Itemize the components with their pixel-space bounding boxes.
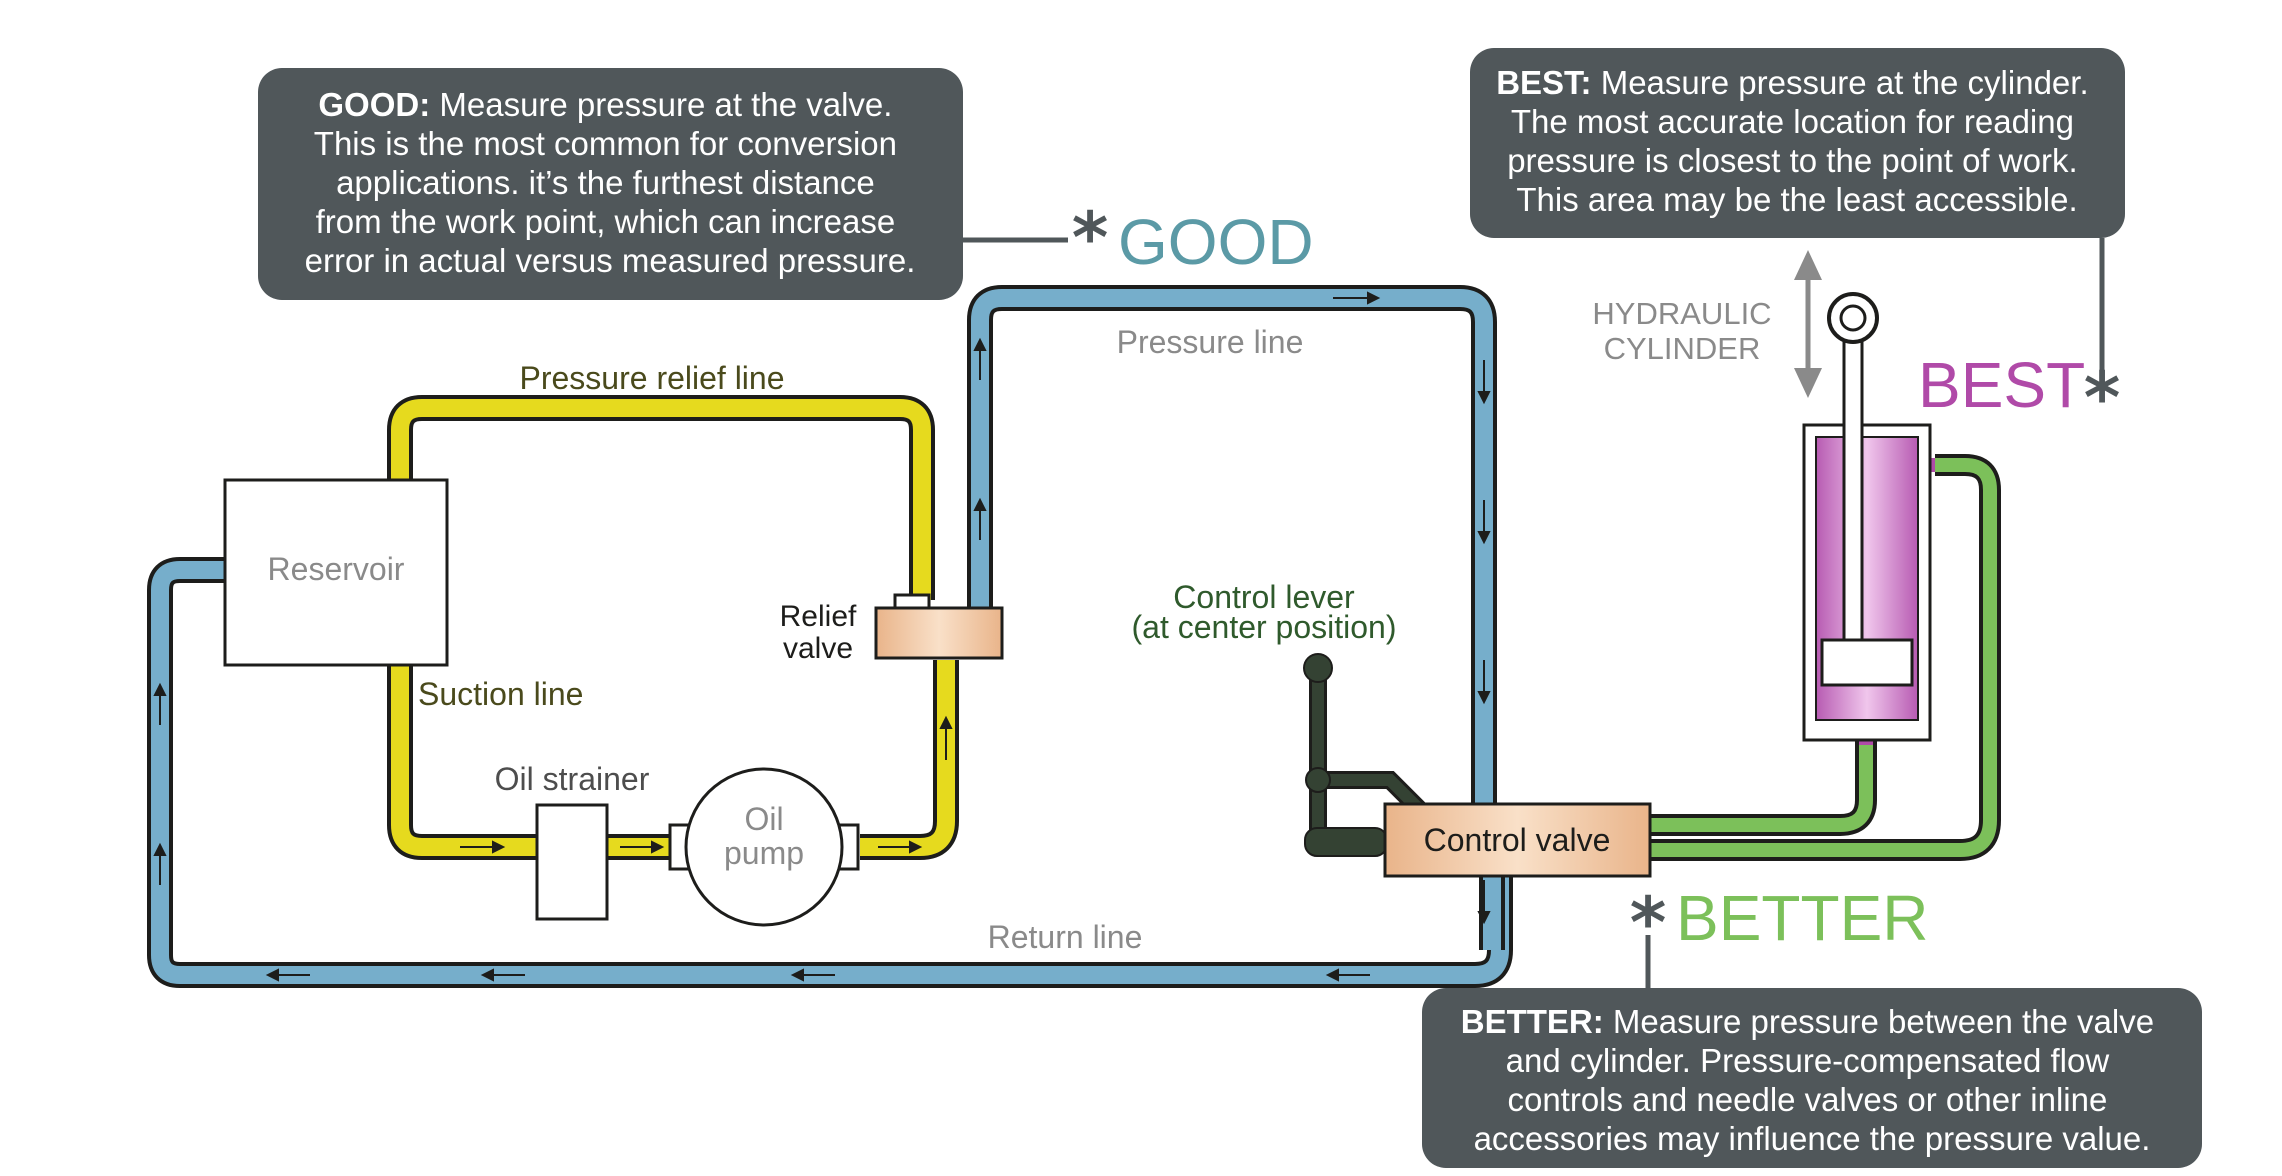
relief-valve-label-line1: Relief [780, 600, 857, 633]
reservoir: Reservoir [223, 478, 449, 667]
flow-arrows [153, 291, 1491, 982]
return-line-label: Return line [988, 919, 1143, 955]
oil-pump: Oil pump [668, 767, 860, 927]
pressure-line-label: Pressure line [1117, 324, 1304, 360]
good-callout-heading: GOOD: [318, 86, 430, 123]
svg-text:GOOD: Measure pressure at the: GOOD: Measure pressure at the valve. Thi… [305, 86, 916, 279]
better-callout-line: controls and needle valves or other inli… [1507, 1081, 2107, 1118]
good-callout-line: error in actual versus measured pressure… [305, 242, 916, 279]
arrow-icon [973, 337, 987, 380]
best-marker: BEST * [1918, 349, 2120, 439]
better-marker-label: BETTER [1676, 882, 1928, 954]
better-callout-heading: BETTER: [1461, 1003, 1604, 1040]
oil-pump-label-line2: pump [724, 835, 804, 871]
arrow-icon [1333, 291, 1381, 305]
arrow-icon [790, 968, 835, 982]
cylinder-line [1650, 454, 2001, 861]
good-callout-line: This is the most common for conversion [314, 125, 897, 162]
better-callout-line: and cylinder. Pressure-compensated flow [1506, 1042, 2110, 1079]
best-callout-line: The most accurate location for reading [1511, 103, 2074, 140]
control-lever-label-line2: (at center position) [1131, 609, 1396, 645]
arrow-icon [620, 840, 665, 854]
better-callout-line: Measure pressure between the valve [1613, 1003, 2154, 1040]
svg-text:BETTER: Measure pressure betwe: BETTER: Measure pressure between the val… [1461, 1003, 2163, 1157]
best-callout-line: Measure pressure at the cylinder. [1601, 64, 2089, 101]
pressure-relief-line [387, 395, 935, 600]
reservoir-label: Reservoir [268, 551, 405, 587]
better-callout-line: accessories may influence the pressure v… [1474, 1120, 2151, 1157]
arrow-icon [973, 497, 987, 540]
relief-valve-label-line2: valve [783, 632, 853, 665]
arrow-icon [153, 842, 167, 885]
arrow-icon [939, 715, 953, 760]
best-callout-heading: BEST: [1496, 64, 1591, 101]
good-callout-line: Measure pressure at the valve. [439, 86, 892, 123]
better-marker: * BETTER [1630, 882, 1929, 964]
hydraulic-cylinder [1802, 292, 1932, 742]
good-marker: * GOOD [1072, 197, 1314, 279]
svg-text:BEST: Measure pressure at the: BEST: Measure pressure at the cylinder. … [1496, 64, 2098, 218]
oil-strainer-label: Oil strainer [495, 761, 650, 797]
good-callout: GOOD: Measure pressure at the valve. Thi… [258, 68, 1068, 300]
best-callout: BEST: Measure pressure at the cylinder. … [1470, 48, 2125, 372]
hydraulic-cylinder-label-line1: HYDRAULIC [1592, 296, 1771, 331]
best-callout-line: This area may be the least accessible. [1516, 181, 2077, 218]
asterisk-icon: * [1630, 882, 1667, 964]
arrow-icon [1477, 500, 1491, 545]
relief-valve: Relief valve [780, 593, 1004, 665]
control-lever-label-line1: Control lever [1173, 579, 1355, 615]
arrow-icon [1477, 360, 1491, 405]
good-callout-line: from the work point, which can increase [316, 203, 896, 240]
arrow-icon [1477, 880, 1491, 925]
best-marker-label: BEST [1918, 349, 2085, 421]
better-callout: BETTER: Measure pressure between the val… [1422, 935, 2202, 1168]
cylinder-motion-arrow [1794, 250, 1822, 398]
good-callout-line: applications. it’s the furthest distance [336, 164, 875, 201]
pressure-relief-line-label: Pressure relief line [520, 360, 785, 396]
best-callout-line: pressure is closest to the point of work… [1507, 142, 2077, 179]
good-marker-label: GOOD [1118, 206, 1314, 278]
control-valve-label: Control valve [1424, 822, 1611, 858]
oil-pump-label-line1: Oil [744, 801, 783, 837]
arrow-icon [265, 968, 310, 982]
asterisk-icon: * [2084, 357, 2121, 439]
hydraulic-cylinder-label-line2: CYLINDER [1604, 331, 1761, 366]
arrow-icon [878, 840, 923, 854]
return-line [147, 557, 1513, 988]
oil-strainer [535, 803, 609, 921]
arrow-icon [480, 968, 525, 982]
asterisk-icon: * [1072, 197, 1109, 279]
arrow-icon [460, 840, 506, 854]
control-valve: Control valve [1383, 802, 1652, 878]
suction-line-label: Suction line [418, 676, 583, 712]
arrow-icon [1477, 660, 1491, 705]
arrow-icon [153, 682, 167, 725]
arrow-icon [1325, 968, 1370, 982]
